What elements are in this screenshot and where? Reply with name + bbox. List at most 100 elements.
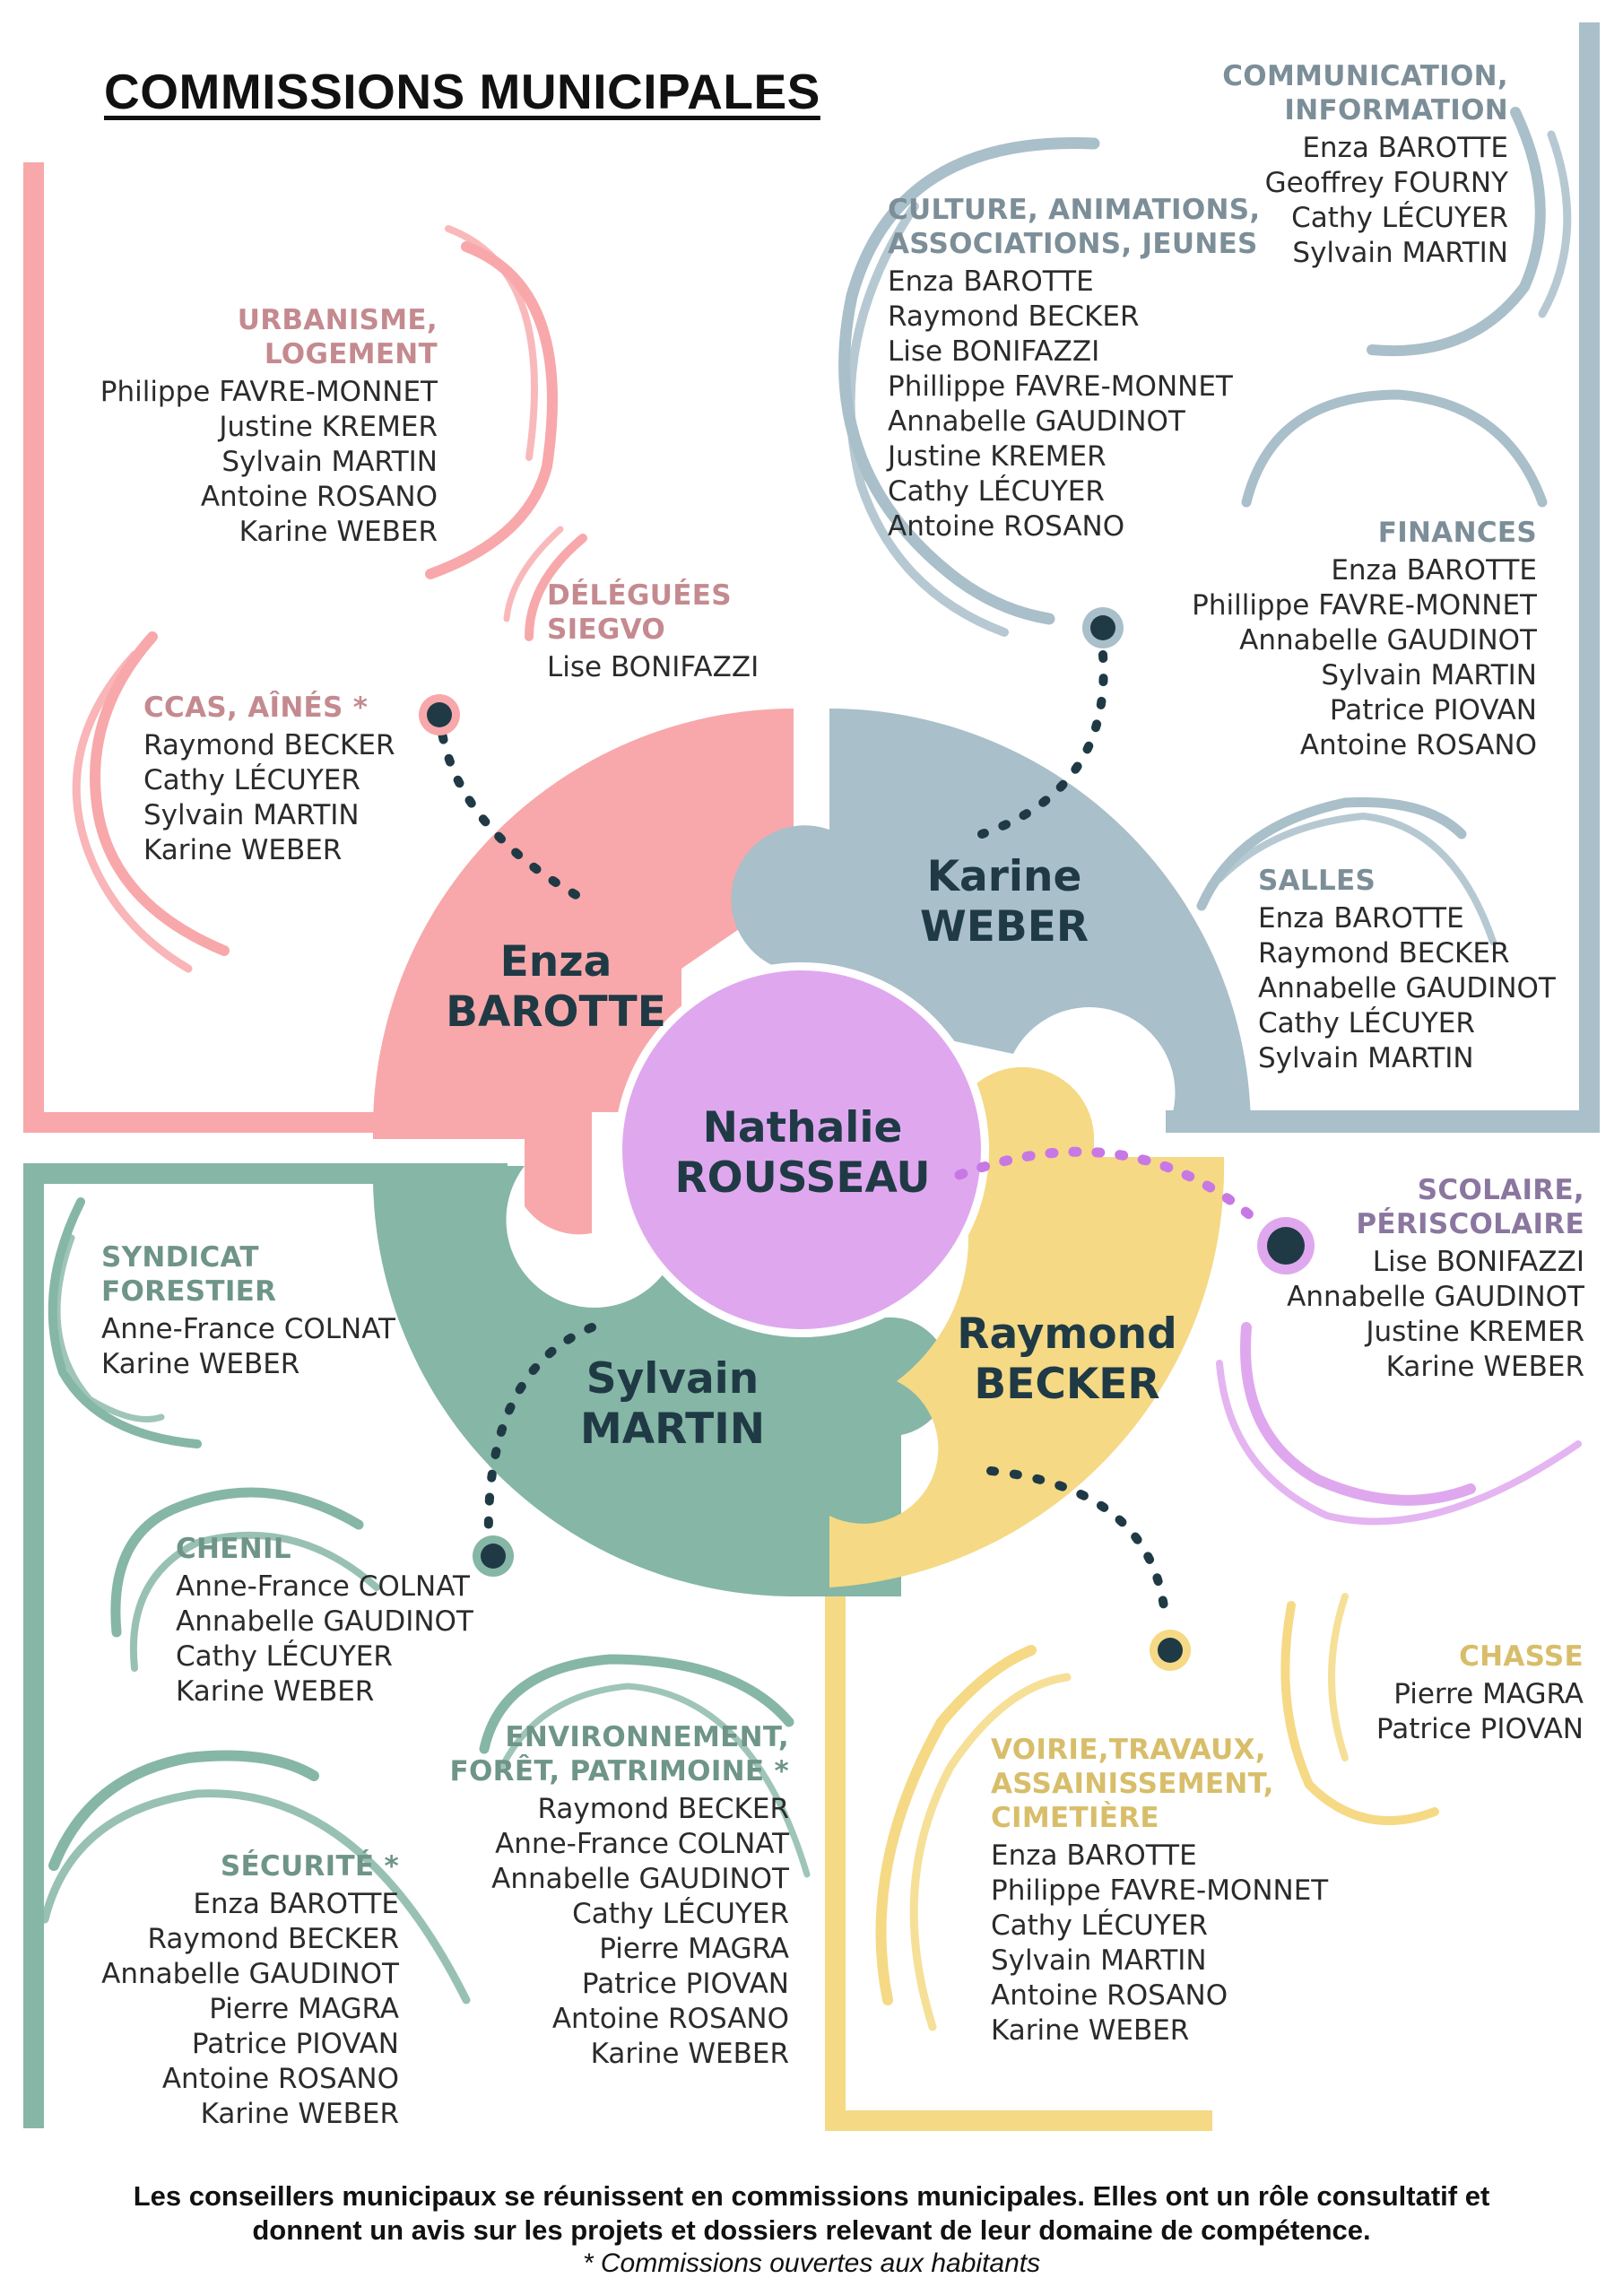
commission-title-line: FORÊT, PATRIMOINE * (449, 1755, 789, 1787)
commission-title: COMMUNICATION,INFORMATION (1222, 59, 1508, 127)
member-name: Sylvain MARTIN (221, 446, 438, 478)
member-name: Enza BAROTTE (193, 1888, 399, 1920)
commission-title-line: SÉCURITÉ * (220, 1850, 399, 1883)
member-name: Enza BAROTTE (1302, 132, 1508, 164)
member-name: Geoffrey FOURNY (1264, 167, 1508, 199)
quadrant-yellow (829, 1066, 1225, 1587)
member-name: Lise BONIFAZZI (888, 335, 1100, 368)
arc-syndicat-2 (54, 1234, 165, 1422)
arc-ccas-2 (72, 650, 193, 973)
member-name: Justine KREMER (219, 411, 438, 443)
commission-title-line: CHASSE (1459, 1640, 1584, 1673)
arc-chenil-2 (129, 1531, 380, 1672)
leader-green-first: Sylvain (586, 1354, 759, 1404)
member-name: Raymond BECKER (147, 1923, 400, 1955)
member-name: Lise BONIFAZZI (1372, 1246, 1584, 1278)
arc-ccas (90, 631, 230, 956)
commission-title-line: LOGEMENT (264, 338, 438, 370)
member-name: Justine KREMER (888, 440, 1107, 473)
footer: Les conseillers municipaux se réunissent… (0, 2179, 1623, 2280)
arc-securite (48, 1750, 319, 1871)
commission-title-line: SCOLAIRE, (1417, 1174, 1584, 1206)
member-name: Antoine ROSANO (1299, 729, 1537, 761)
member-name: Enza BAROTTE (1331, 554, 1537, 587)
member-name: Raymond BECKER (143, 729, 395, 761)
member-name: Pierre MAGRA (1393, 1678, 1584, 1710)
member-name: Enza BAROTTE (991, 1839, 1197, 1872)
center-last: ROUSSEAU (674, 1153, 931, 1203)
connector-green (483, 1323, 596, 1547)
member-name: Anne-France COLNAT (495, 1828, 789, 1860)
leader-pink-last: BAROTTE (446, 987, 666, 1037)
leader-blue-last: WEBER (919, 902, 1089, 952)
leader-yellow-last: BECKER (974, 1360, 1160, 1409)
page-title: COMMISSIONS MUNICIPALES (104, 64, 820, 119)
leader-blue-first: Karine (926, 852, 1082, 901)
commission-title-line: SALLES (1258, 865, 1376, 897)
commission-culture: CULTURE, ANIMATIONS,ASSOCIATIONS, JEUNES… (888, 193, 1260, 544)
member-name: Lise BONIFAZZI (547, 651, 759, 683)
decorative-arcs (40, 107, 1582, 2031)
member-name: Sylvain MARTIN (1321, 659, 1537, 691)
leader-green: Sylvain MARTIN (538, 1354, 807, 1455)
commission-title: CULTURE, ANIMATIONS,ASSOCIATIONS, JEUNES (888, 193, 1260, 261)
member-name: Raymond BECKER (1258, 937, 1510, 970)
member-name: Sylvain MARTIN (143, 799, 360, 831)
member-name: Sylvain MARTIN (1292, 237, 1508, 269)
arc-chasse-2 (1328, 1593, 1349, 1761)
arc-syndicat (48, 1197, 202, 1448)
arc-deleguees-2 (503, 526, 564, 622)
member-name: Karine WEBER (143, 834, 343, 866)
commission-title-line: ASSAINISSEMENT, (991, 1768, 1274, 1800)
member-name: Karine WEBER (1385, 1351, 1584, 1383)
leader-pink: Enza BAROTTE (421, 937, 690, 1038)
member-name: Karine WEBER (101, 1348, 300, 1380)
arc-chenil (110, 1487, 364, 1638)
arc-chasse (1280, 1601, 1439, 1825)
member-name: Cathy LÉCUYER (991, 1909, 1208, 1942)
central-wheel (372, 709, 1252, 1596)
connector-blue (977, 650, 1108, 839)
commission-title-line: VOIRIE,TRAVAUX, (991, 1734, 1266, 1766)
dot-blue (1082, 607, 1124, 648)
arc-scolaire-2 (1216, 1360, 1582, 1526)
member-name: Annabelle GAUDINOT (1258, 972, 1556, 1004)
member-name: Cathy LÉCUYER (1258, 1007, 1475, 1039)
member-name: Karine WEBER (200, 2098, 399, 2130)
commission-title-line: ENVIRONNEMENT, (505, 1721, 789, 1753)
connector-pink (435, 709, 592, 906)
member-name: Anne-France COLNAT (101, 1313, 395, 1345)
leader-green-last: MARTIN (579, 1405, 766, 1454)
member-name: Cathy LÉCUYER (143, 764, 360, 796)
arc-culture-2 (846, 202, 1009, 637)
member-name: Philippe FAVRE-MONNET (991, 1874, 1329, 1907)
quadrant-green (372, 1166, 950, 1596)
commission-title-line: CHENIL (176, 1533, 291, 1565)
arc-voirie-2 (909, 1673, 1072, 2031)
commission-title: SALLES (1258, 864, 1556, 898)
member-name: Annabelle GAUDINOT (1239, 624, 1537, 657)
quadrant-blue (731, 709, 1252, 1132)
commission-title: SCOLAIRE,PÉRISCOLAIRE (1287, 1173, 1584, 1241)
dot-green (473, 1535, 514, 1577)
member-name: Antoine ROSANO (888, 510, 1125, 543)
member-name: Karine WEBER (176, 1675, 375, 1708)
center-leader: Nathalie ROUSSEAU (646, 1103, 959, 1204)
member-name: Annabelle GAUDINOT (491, 1863, 789, 1895)
commission-title-line: FORESTIER (101, 1275, 277, 1308)
member-name: Karine WEBER (991, 2014, 1190, 2047)
